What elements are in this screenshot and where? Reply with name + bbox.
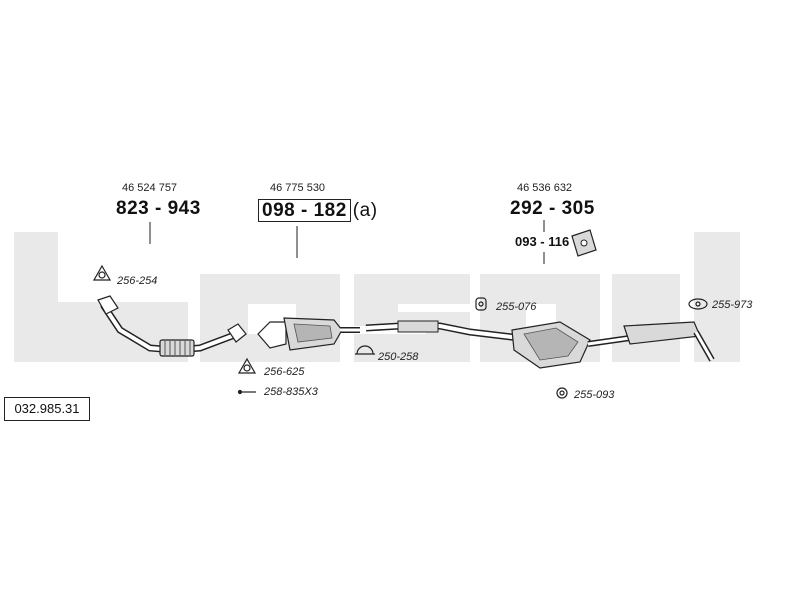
clamp-icon [355,345,375,355]
rubber-mount-icon [556,387,568,399]
rear-section-part[interactable] [365,320,715,369]
gasket-icon [237,357,257,374]
mount-kit-part-number[interactable]: 093 - 116 [515,234,570,249]
catalyst-note: (a) [352,200,378,221]
front-pipe-oem-number: 46 524 757 [122,182,178,194]
catalyst-part-number[interactable]: 098 - 182 [258,199,351,222]
catalyst-part[interactable] [257,317,360,351]
front-pipe-part-number[interactable]: 823 - 943 [116,198,201,219]
rubber-rear-number[interactable]: 255-973 [712,299,753,311]
rear-section-oem-number: 46 536 632 [517,182,573,194]
rubber-mid-number[interactable]: 255-076 [496,301,537,313]
rubber-under-number[interactable]: 255-093 [574,389,615,401]
bolt-icon [237,389,256,395]
clamp-number[interactable]: 250-258 [378,351,419,363]
catalyst-part-label: 098 - 182(a) [258,199,378,222]
bolt-kit-number[interactable]: 258-835X3 [264,386,318,398]
gasket-cat-number[interactable]: 256-625 [264,366,305,378]
gasket-front-number[interactable]: 256-254 [117,275,158,287]
reference-number: 032.985.31 [4,397,90,421]
mount-kit-part[interactable] [571,229,597,257]
catalyst-oem-number: 46 775 530 [270,182,326,194]
rubber-mount-icon [475,297,487,311]
front-pipe-part[interactable] [97,295,247,357]
rubber-mount-icon [688,298,708,310]
gasket-icon [92,264,112,281]
rear-section-part-number[interactable]: 292 - 305 [510,198,595,219]
